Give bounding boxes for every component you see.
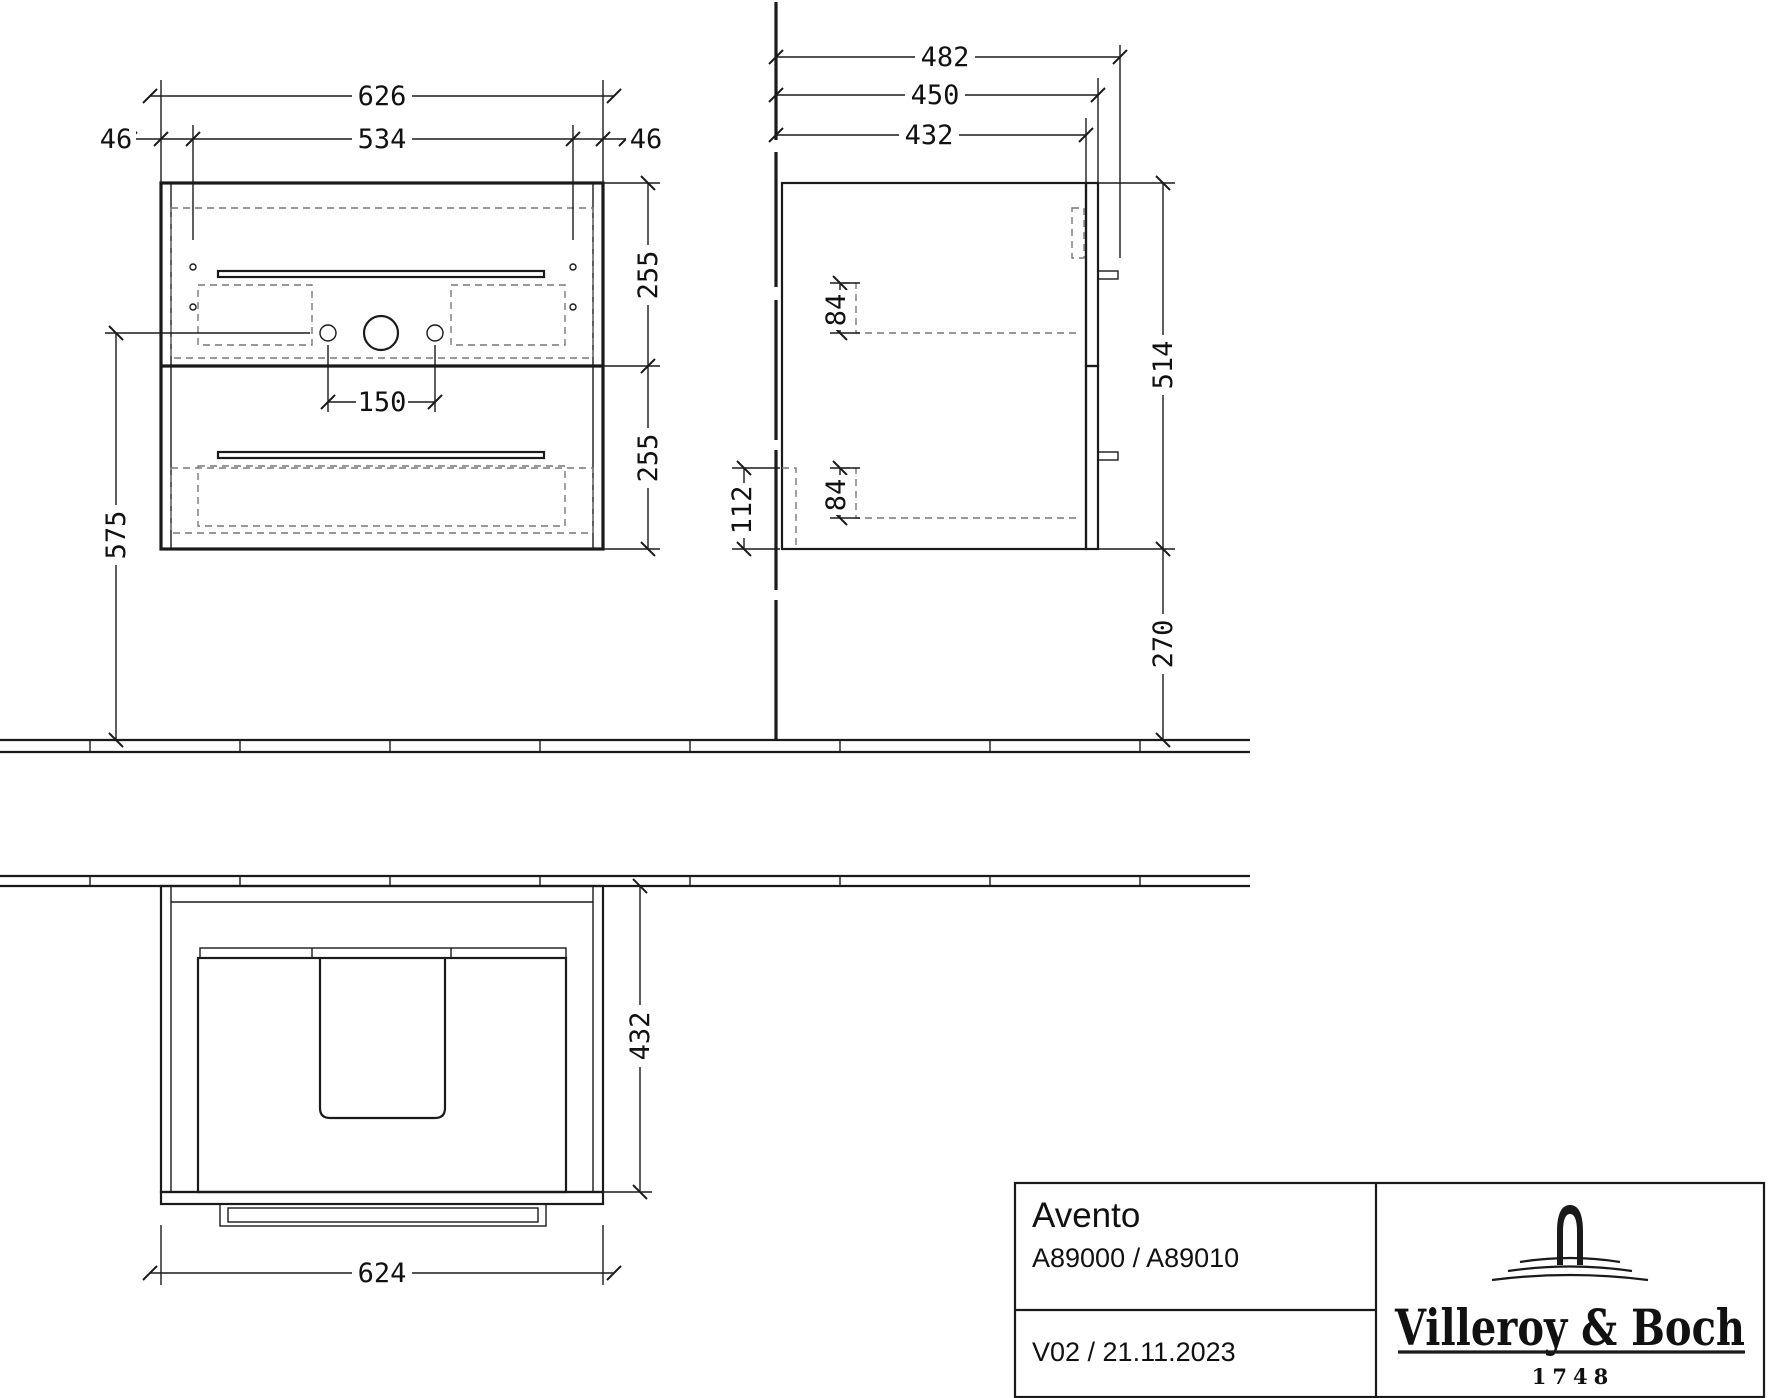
top-dimensions: [142, 878, 652, 1285]
brand-logo: Villeroy & Boch 1748: [1394, 1205, 1745, 1389]
dim-floor-clearance: 270: [1148, 620, 1179, 669]
dim-depth-total: 482: [921, 42, 970, 73]
dim-siphon-spacing: 150: [358, 387, 407, 418]
floor-line: [0, 738, 1250, 754]
brand-year: 1748: [1532, 1364, 1614, 1389]
dim-drawer-top-height: 255: [633, 251, 664, 300]
side-dimension-labels: 482 450 432 84 84 112 514 270: [727, 42, 1179, 674]
top-dimension-labels: 432 624: [352, 1005, 656, 1289]
dim-height-from-floor: 575: [101, 511, 132, 560]
version-date: V02 / 21.11.2023: [1032, 1337, 1236, 1367]
wall-line-top-view: [0, 874, 1250, 888]
article-numbers: A89000 / A89010: [1032, 1243, 1239, 1273]
dim-top-width: 624: [358, 1258, 407, 1289]
dim-depth-front: 450: [911, 80, 960, 111]
dim-drawer-bottom-height: 255: [633, 434, 664, 483]
front-dimension-labels: 626 46 534 46 150 255 255 575: [98, 80, 666, 565]
faucet-icon: [1491, 1205, 1649, 1282]
brand-name: Villeroy & Boch: [1394, 1298, 1745, 1357]
dim-side-right: 46: [630, 124, 663, 155]
dim-cutout-upper: 84: [821, 294, 852, 327]
dim-cutout-lower: 84: [821, 479, 852, 512]
dim-side-left: 46: [100, 124, 133, 155]
dim-top-depth: 432: [625, 1012, 656, 1061]
dim-depth-body: 432: [905, 120, 954, 151]
side-view: [774, 2, 1119, 740]
product-name: Avento: [1032, 1196, 1140, 1235]
front-view: [159, 181, 605, 551]
title-block: Avento A89000 / A89010 V02 / 21.11.2023 …: [1013, 1181, 1766, 1398]
top-view: [159, 884, 605, 1227]
dim-overall-width: 626: [358, 81, 407, 112]
dim-body-height: 514: [1148, 341, 1179, 390]
dim-plinth-gap: 112: [727, 486, 758, 535]
dim-inner-width: 534: [358, 124, 407, 155]
